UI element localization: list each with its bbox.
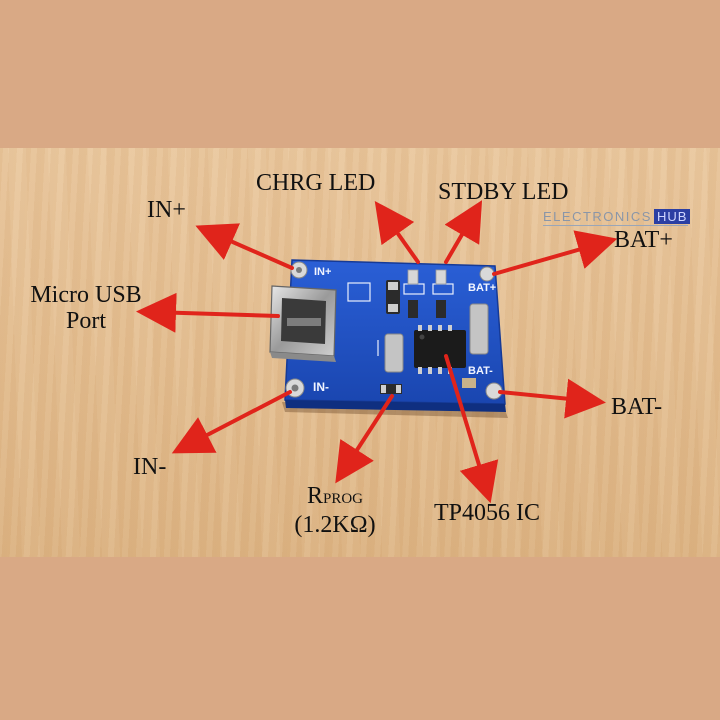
label-bat-plus: BAT+ [614, 227, 673, 253]
pad-bat-plus [479, 266, 495, 282]
component-cap-mid [384, 333, 404, 373]
component-resistors [408, 300, 446, 318]
label-micro-usb-port: Micro USB Port [18, 282, 154, 334]
micro-usb-connector [269, 285, 337, 362]
arrow-stdby-led [444, 200, 483, 264]
top-border [0, 0, 720, 148]
label-bat-minus: BAT- [611, 394, 663, 420]
label-stdby-led: STDBY LED [438, 179, 569, 205]
component-cap-left [386, 280, 400, 314]
label-tp4056-ic: TP4056 IC [434, 500, 541, 526]
component-led-chrg [407, 269, 419, 285]
arrow-chrg-led [374, 200, 420, 264]
label-micro-usb-line1: Micro USB [30, 282, 142, 308]
component-led-stdby [435, 269, 447, 285]
watermark-brand: ELECTRONICS [543, 209, 652, 224]
watermark-rule [543, 225, 688, 226]
arrow-tp4056 [444, 354, 499, 504]
label-micro-usb-line2: Port [65, 308, 106, 334]
bottom-border [0, 557, 720, 720]
arrow-bat-minus [498, 378, 606, 419]
component-small-cap [462, 378, 476, 388]
arrow-in-minus [171, 390, 292, 454]
label-rprog-value: (1.2KΩ) [294, 512, 376, 538]
silkscreen-bat-plus: BAT+ [468, 282, 496, 294]
pad-in-plus [290, 261, 308, 279]
label-in-plus: IN+ [147, 197, 186, 223]
arrow-rprog [335, 394, 394, 484]
component-tp4056-chip [414, 325, 466, 374]
label-rprog: RPROG (1.2KΩ) [280, 483, 390, 538]
component-rprog-resistor [380, 384, 402, 394]
component-cap-right [469, 303, 489, 355]
watermark-badge: HUB [653, 209, 691, 224]
arrow-bat-plus [492, 230, 618, 276]
arrow-in-plus [195, 223, 294, 270]
callout-arrows [136, 200, 618, 504]
silkscreen-in-minus: IN- [313, 380, 329, 394]
label-rprog-r: R [306, 483, 323, 509]
silkscreen-bat-minus: BAT- [468, 365, 493, 377]
arrow-micro-usb [136, 292, 280, 333]
silkscreen-in-plus: IN+ [314, 266, 331, 278]
label-chrg-led: CHRG LED [256, 170, 376, 196]
label-rprog-sub: PROG [323, 491, 364, 507]
label-in-minus: IN- [133, 454, 167, 480]
